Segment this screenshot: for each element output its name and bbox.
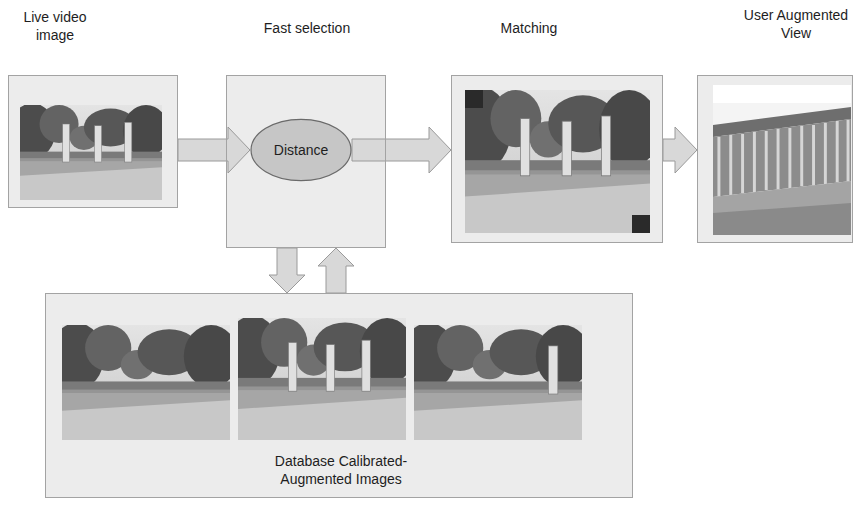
stage-heading: Matching	[469, 19, 589, 37]
live-photo	[9, 103, 169, 200]
stage-heading: Fast selection	[237, 19, 377, 37]
database-photos	[49, 316, 590, 440]
node-label: Distance	[274, 141, 328, 159]
input-stage-box: Live video image	[8, 75, 178, 208]
matching-stage-box: Matching	[451, 75, 663, 243]
selection-stage-box: Fast selectionDistance	[226, 75, 386, 248]
block-arrow	[178, 127, 250, 173]
matched-photo	[451, 87, 659, 233]
database-box: Database Calibrated-Augmented Images	[45, 293, 633, 498]
block-arrow	[352, 127, 451, 173]
database-caption: Database Calibrated-Augmented Images	[266, 452, 416, 488]
block-arrow	[663, 127, 697, 173]
augmented-photo	[713, 85, 851, 235]
output-stage-box: User Augmented View	[697, 75, 853, 243]
block-arrow	[269, 248, 305, 293]
distance-ellipse: Distance	[250, 118, 352, 182]
stage-heading: User Augmented View	[742, 6, 850, 42]
stage-heading: Live video image	[5, 8, 105, 44]
box-fills	[8, 75, 853, 498]
block-arrow	[318, 248, 354, 293]
